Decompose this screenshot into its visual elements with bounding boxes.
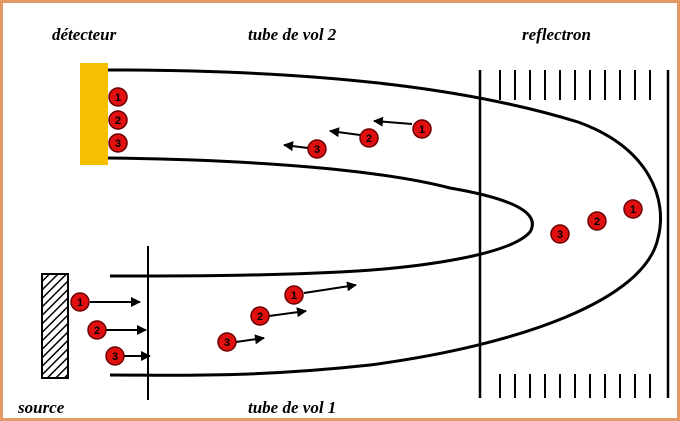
source-label: source [17, 398, 65, 417]
outer-flight-path [107, 68, 662, 377]
ion-2-velocity-arrow-tube2 [329, 127, 361, 138]
reflectron-ion-1: 1 [623, 199, 643, 219]
svg-text:2: 2 [115, 115, 121, 127]
svg-text:1: 1 [630, 204, 636, 216]
svg-text:2: 2 [366, 133, 372, 145]
detector-ion-2: 2 [108, 110, 128, 130]
detector-ion-3: 3 [108, 133, 128, 153]
svg-text:3: 3 [314, 144, 320, 156]
svg-text:2: 2 [94, 325, 100, 337]
reflectron-ion-3: 3 [550, 224, 570, 244]
ion-1-velocity-arrow-tube1 [303, 281, 357, 294]
reflectron-electrodes-bottom [499, 374, 651, 398]
tube2-ion-3: 3 [307, 139, 327, 159]
reflectron-ion-2: 2 [587, 211, 607, 231]
tube1-ion-3: 3 [217, 332, 237, 352]
svg-text:3: 3 [115, 138, 121, 150]
svg-text:3: 3 [112, 351, 118, 363]
svg-text:1: 1 [419, 124, 425, 136]
ion-1-velocity-arrow-tube2 [373, 116, 413, 127]
reflectron-electrodes-top [499, 70, 651, 100]
source-ion-3: 3 [105, 346, 125, 366]
svg-text:1: 1 [291, 290, 297, 302]
detector-label: détecteur [52, 25, 117, 44]
reflectron-tof-diagram: détecteur tube de vol 2 reflectron sourc… [17, 25, 670, 417]
detector-ion-1: 1 [108, 87, 128, 107]
ion-3-velocity-arrow-tube2 [283, 141, 309, 152]
svg-text:1: 1 [115, 92, 121, 104]
tube2-ion-2: 2 [359, 128, 379, 148]
svg-text:2: 2 [257, 311, 263, 323]
svg-text:1: 1 [77, 297, 83, 309]
ion-2-velocity-arrow-tube1 [268, 307, 307, 318]
tube2-ion-1: 1 [412, 119, 432, 139]
source-ion-1: 1 [70, 292, 90, 312]
tube1-ion-2: 2 [250, 306, 270, 326]
detector-plate [80, 63, 108, 165]
inner-flight-path [107, 156, 534, 278]
flight-tube-1-label: tube de vol 1 [248, 398, 336, 417]
tube1-ion-1: 1 [284, 285, 304, 305]
svg-text:3: 3 [557, 229, 563, 241]
flight-tube-2-label: tube de vol 2 [248, 25, 337, 44]
reflectron-label: reflectron [522, 25, 591, 44]
svg-text:2: 2 [594, 216, 600, 228]
source-ion-2: 2 [87, 320, 107, 340]
ion-source-plate [41, 273, 69, 379]
ion-3-velocity-arrow-tube1 [235, 334, 265, 345]
svg-text:3: 3 [224, 337, 230, 349]
